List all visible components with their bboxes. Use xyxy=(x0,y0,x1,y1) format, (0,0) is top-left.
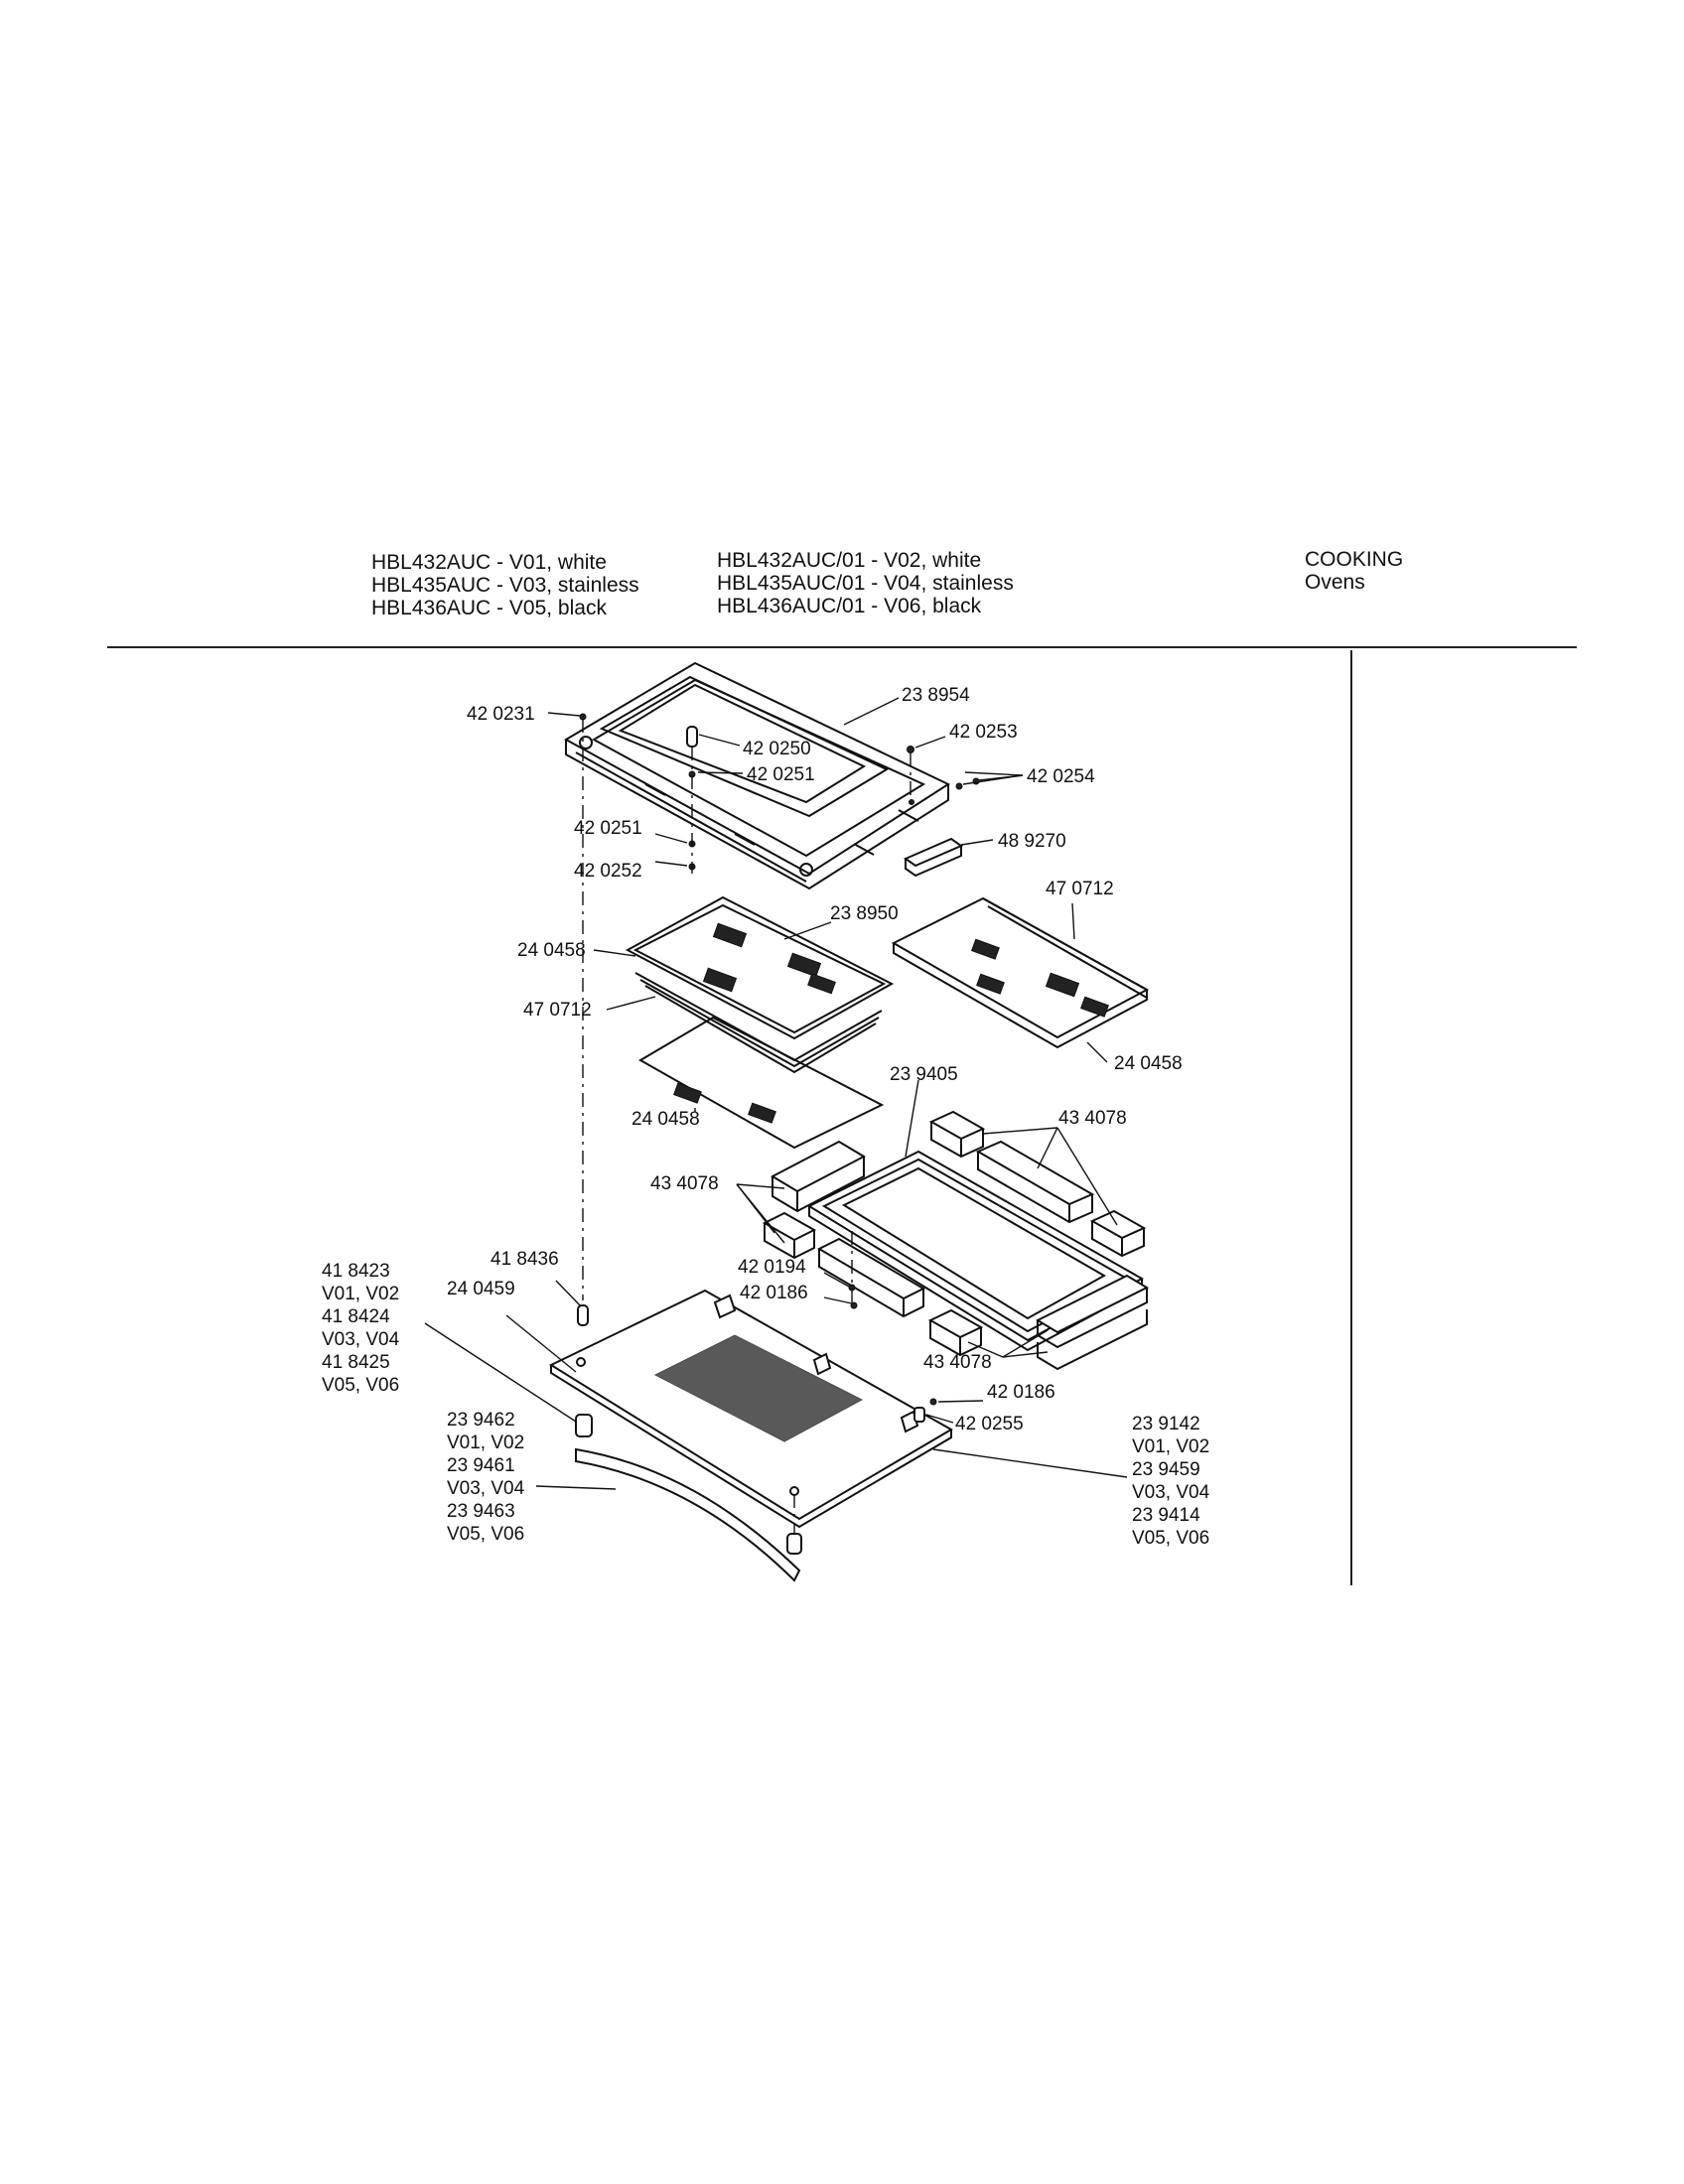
label-470712-right: 47 0712 xyxy=(1046,879,1114,899)
variant-line: V03, V04 xyxy=(447,1478,525,1499)
label-240458-left: 24 0458 xyxy=(517,940,586,961)
handle-variant-list: 41 8423 V01, V02 41 8424 V03, V04 41 842… xyxy=(322,1261,400,1396)
model-line: HBL436AUC - V05, black xyxy=(371,597,607,619)
header-rule xyxy=(107,646,1577,648)
leader-lines-blocks xyxy=(736,1127,1118,1358)
variant-line: 23 9462 xyxy=(447,1410,515,1431)
label-238950: 23 8950 xyxy=(830,903,899,924)
variant-line: V05, V06 xyxy=(322,1375,399,1396)
variant-line: V01, V02 xyxy=(322,1284,399,1304)
label-420251-lower: 42 0251 xyxy=(574,818,642,839)
hinge-bolts xyxy=(913,1398,984,1424)
label-420186-right: 42 0186 xyxy=(987,1382,1055,1403)
glass-logo-marks xyxy=(673,922,1109,1124)
variant-line: 23 9459 xyxy=(1132,1459,1200,1480)
subcategory-label: Ovens xyxy=(1305,571,1365,594)
top-frame xyxy=(563,661,951,890)
model-line: HBL432AUC - V01, white xyxy=(371,551,607,574)
label-420254: 42 0254 xyxy=(1027,766,1095,787)
label-489270: 48 9270 xyxy=(998,831,1066,852)
variant-line: 41 8424 xyxy=(322,1306,390,1327)
model-line: HBL435AUC/01 - V04, stainless xyxy=(717,572,1014,595)
label-238954: 23 8954 xyxy=(902,685,970,706)
door-variant-list: 23 9142 V01, V02 23 9459 V03, V04 23 941… xyxy=(1132,1414,1210,1549)
variant-line: V05, V06 xyxy=(1132,1528,1209,1549)
label-434078-top: 43 4078 xyxy=(1058,1108,1127,1129)
insulation-blocks xyxy=(762,1110,1150,1371)
glass-panel-stack xyxy=(625,895,895,1150)
label-239405: 23 9405 xyxy=(890,1064,958,1085)
label-240458-bottom: 24 0458 xyxy=(632,1109,700,1130)
label-420255: 42 0255 xyxy=(955,1414,1024,1434)
label-434078-left: 43 4078 xyxy=(650,1173,719,1194)
label-420250: 42 0250 xyxy=(743,739,811,759)
model-list-right: HBL432AUC/01 - V02, white HBL435AUC/01 -… xyxy=(717,549,1014,617)
model-list-left: HBL432AUC - V01, white HBL435AUC - V03, … xyxy=(371,551,639,619)
glass-panel-right xyxy=(891,896,1150,1049)
variant-line: V03, V04 xyxy=(1132,1482,1210,1503)
label-420231: 42 0231 xyxy=(467,704,535,725)
label-420251-top: 42 0251 xyxy=(747,764,815,785)
variant-line: 23 9414 xyxy=(1132,1505,1200,1526)
label-420253: 42 0253 xyxy=(949,722,1018,743)
leader-lines-middle xyxy=(593,902,1108,1158)
label-418436: 41 8436 xyxy=(491,1249,559,1270)
leader-lines-upper xyxy=(547,697,1024,874)
cap-variant-list: 23 9462 V01, V02 23 9461 V03, V04 23 946… xyxy=(447,1410,525,1545)
label-240458-right: 24 0458 xyxy=(1114,1053,1183,1074)
category-block: COOKING Ovens xyxy=(1305,548,1403,594)
label-420186-left: 42 0186 xyxy=(740,1283,808,1303)
label-420194: 42 0194 xyxy=(738,1257,806,1278)
variant-line: V01, V02 xyxy=(1132,1436,1209,1457)
label-470712-left: 47 0712 xyxy=(523,1000,592,1021)
variant-line: 23 9461 xyxy=(447,1455,515,1476)
part-labels: 23 8954 42 0231 42 0250 42 0251 42 0253 … xyxy=(447,685,1183,1434)
variant-line: V01, V02 xyxy=(447,1433,524,1453)
variant-line: V05, V06 xyxy=(447,1524,524,1545)
model-line: HBL436AUC/01 - V06, black xyxy=(717,595,982,617)
handle-assembly xyxy=(424,1280,1128,1582)
model-line: HBL435AUC - V03, stainless xyxy=(371,574,639,597)
category-label: COOKING xyxy=(1305,548,1404,571)
inner-door-panel xyxy=(548,1289,954,1529)
margin-rule xyxy=(1350,650,1352,1585)
label-434078-bottom: 43 4078 xyxy=(923,1352,992,1373)
model-line: HBL432AUC/01 - V02, white xyxy=(717,549,982,572)
label-420252: 42 0252 xyxy=(574,861,642,882)
variant-line: 23 9142 xyxy=(1132,1414,1200,1434)
variant-line: 23 9463 xyxy=(447,1501,515,1522)
variant-line: 41 8425 xyxy=(322,1352,390,1373)
label-240459: 24 0459 xyxy=(447,1279,515,1299)
variant-line: V03, V04 xyxy=(322,1329,400,1350)
variant-line: 41 8423 xyxy=(322,1261,390,1282)
